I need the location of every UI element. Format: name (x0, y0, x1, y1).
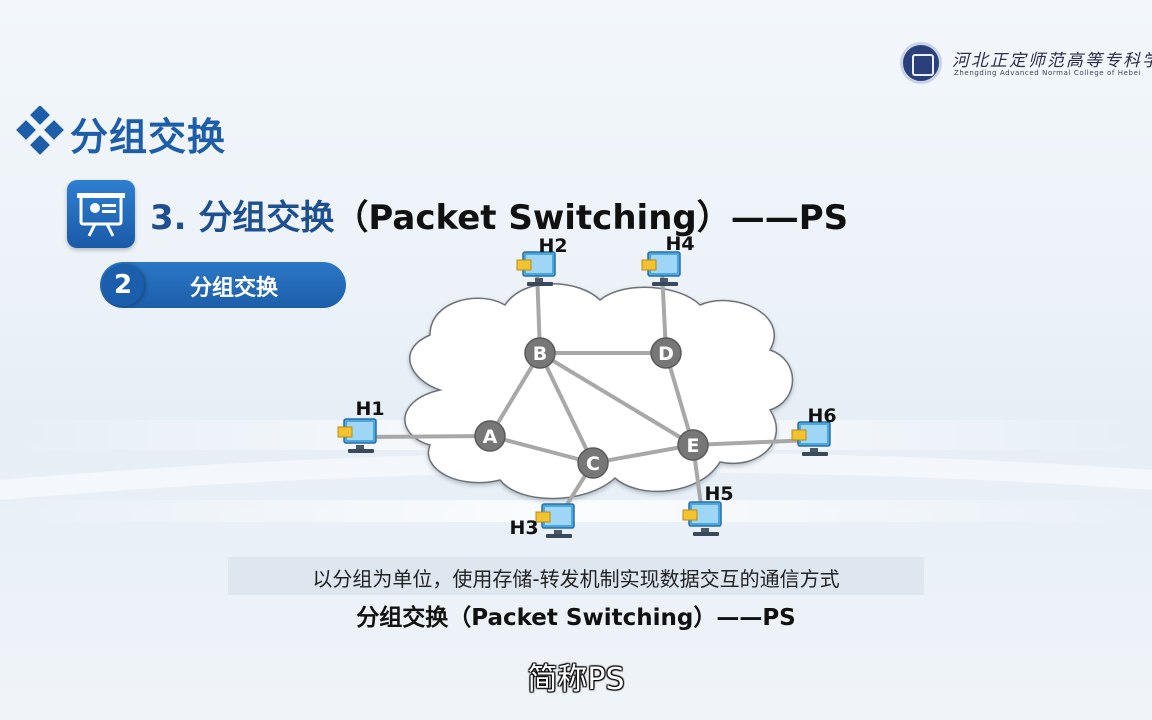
host-label-h5: H5 (704, 483, 733, 505)
host-label-h6: H6 (807, 405, 836, 427)
school-seal-icon (900, 42, 942, 84)
network-routers: A B C D E (474, 337, 709, 479)
caption-background (228, 557, 924, 595)
link-H6-E (691, 438, 814, 447)
topic-pill-number: 2 (102, 264, 144, 306)
link-D-E (664, 351, 695, 447)
link-H1-A (356, 434, 492, 439)
link-A-B (488, 351, 542, 438)
section-title: 分组交换 (70, 115, 227, 159)
router-label-c: C (586, 453, 600, 475)
router-node-d (650, 337, 682, 369)
school-name-cn: 河北正定师范高等专科学校 (952, 51, 1152, 71)
router-node-b (524, 337, 556, 369)
subsection-title-prefix: 3. 分组交换 (150, 198, 335, 238)
subsection-title-rest: （Packet Switching）——PS (334, 198, 849, 238)
host-h1-computer-icon (337, 418, 377, 453)
school-name-en: Zhengding Advanced Normal College of Heb… (954, 69, 1142, 77)
router-label-d: D (658, 343, 674, 365)
diamonds-icon (16, 106, 64, 155)
host-label-h3: H3 (509, 517, 538, 539)
link-B-E (538, 351, 695, 447)
presentation-board-icon (67, 180, 135, 248)
host-h3-computer-icon (535, 503, 575, 538)
school-logo: 河北正定师范高等专科学校 Zhengding Advanced Normal C… (900, 40, 1152, 90)
router-node-c (577, 447, 609, 479)
network-links (356, 268, 814, 524)
host-h4-computer-icon (641, 251, 681, 286)
subsection-title: 3. 分组交换（Packet Switching）——PS (150, 190, 848, 239)
host-label-h1: H1 (355, 398, 384, 420)
host-label-h4: H4 (665, 233, 694, 255)
router-label-e: E (687, 435, 700, 457)
host-h5-computer-icon (682, 501, 722, 536)
host-h6-computer-icon (791, 421, 831, 456)
router-node-a (474, 420, 506, 452)
router-node-e (677, 429, 709, 461)
caption-term: 分组交换（Packet Switching）——PS (356, 605, 796, 631)
router-label-b: B (533, 343, 547, 365)
link-A-C (488, 434, 595, 465)
video-subtitle: 简称PS (527, 662, 625, 697)
topic-pill-label: 分组交换 (190, 276, 279, 301)
caption-definition: 以分组为单位，使用存储-转发机制实现数据交互的通信方式 (312, 567, 840, 591)
router-label-a: A (483, 426, 498, 448)
host-label-h2: H2 (538, 235, 567, 257)
topic-pill: 2 分组交换 (100, 262, 346, 308)
host-h2-computer-icon (516, 251, 556, 286)
link-C-E (591, 443, 695, 465)
link-B-C (538, 351, 595, 465)
